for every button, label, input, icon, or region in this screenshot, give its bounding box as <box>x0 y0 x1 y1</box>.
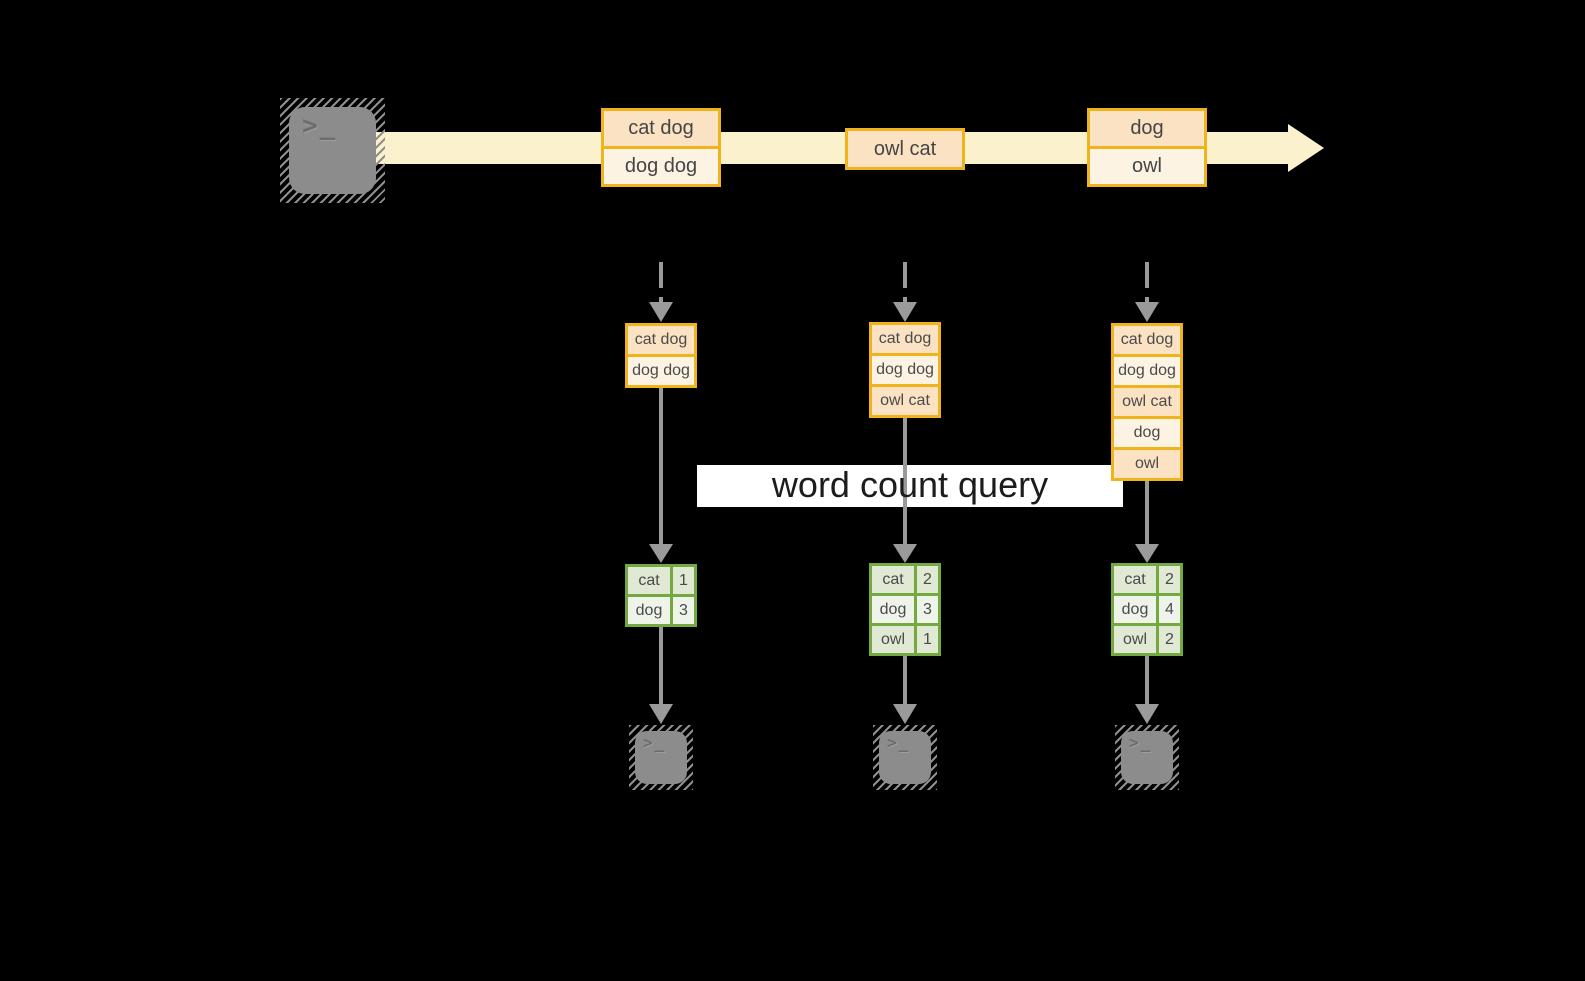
event-arrowhead-2 <box>893 302 917 322</box>
prompt-icon: >_ <box>887 733 911 752</box>
state-line: dog dog <box>872 353 938 384</box>
query-arrowhead-1 <box>649 544 673 563</box>
prompt-icon: >_ <box>302 111 338 141</box>
count-row: dog 3 <box>628 594 694 624</box>
state-line: cat dog <box>628 326 694 354</box>
count-word: owl <box>1114 626 1159 653</box>
count-value: 4 <box>1159 596 1180 623</box>
count-value: 2 <box>1159 626 1180 653</box>
event-line: cat dog <box>604 111 718 146</box>
query-label-band <box>697 465 1123 507</box>
stream-arrowhead-icon <box>1288 124 1324 172</box>
terminal-output-icon-1: >_ <box>629 725 693 790</box>
event-line: owl cat <box>848 131 962 167</box>
state-line: cat dog <box>1114 326 1180 354</box>
output-arrowhead-2 <box>893 704 917 724</box>
event-arrowhead-1 <box>649 302 673 322</box>
query-label: word count query <box>771 464 1049 505</box>
terminal-screen: >_ <box>879 731 931 784</box>
state-stack-2: cat dog dog dog owl cat <box>869 322 941 418</box>
count-row: cat 2 <box>872 566 938 593</box>
state-line: owl <box>1114 447 1180 478</box>
state-line: cat dog <box>872 325 938 353</box>
query-arrowhead-2 <box>893 544 917 563</box>
count-row: cat 1 <box>628 567 694 594</box>
state-line: owl cat <box>1114 385 1180 416</box>
terminal-screen: >_ <box>289 107 376 194</box>
count-word: cat <box>628 567 673 594</box>
count-row: dog 3 <box>872 593 938 623</box>
count-table-3: cat 2 dog 4 owl 2 <box>1111 563 1183 656</box>
count-row: dog 4 <box>1114 593 1180 623</box>
state-stack-3: cat dog dog dog owl cat dog owl <box>1111 323 1183 481</box>
count-table-1: cat 1 dog 3 <box>625 564 697 627</box>
state-line: owl cat <box>872 384 938 415</box>
count-row: owl 2 <box>1114 623 1180 653</box>
count-word: cat <box>1114 566 1159 593</box>
stream-event-box-3: dog owl <box>1087 108 1207 187</box>
state-line: dog dog <box>628 354 694 385</box>
state-line: dog dog <box>1114 354 1180 385</box>
terminal-output-icon-3: >_ <box>1115 725 1179 790</box>
prompt-icon: >_ <box>1129 733 1153 752</box>
count-value: 3 <box>673 597 694 624</box>
terminal-output-icon-2: >_ <box>873 725 937 790</box>
event-line: owl <box>1090 146 1204 184</box>
count-word: dog <box>872 596 917 623</box>
query-arrowhead-3 <box>1135 544 1159 563</box>
output-arrowhead-1 <box>649 704 673 724</box>
count-word: owl <box>872 626 917 653</box>
stream-event-box-2: owl cat <box>845 128 965 170</box>
count-table-2: cat 2 dog 3 owl 1 <box>869 563 941 656</box>
state-stack-1: cat dog dog dog <box>625 323 697 388</box>
terminal-screen: >_ <box>1121 731 1173 784</box>
count-value: 2 <box>917 566 938 593</box>
count-value: 1 <box>673 567 694 594</box>
count-row: cat 2 <box>1114 566 1180 593</box>
event-line: dog <box>1090 111 1204 146</box>
count-value: 2 <box>1159 566 1180 593</box>
terminal-source-icon: >_ <box>280 98 385 203</box>
state-line: dog <box>1114 416 1180 447</box>
count-word: dog <box>628 597 673 624</box>
terminal-screen: >_ <box>635 731 687 784</box>
count-word: dog <box>1114 596 1159 623</box>
count-word: cat <box>872 566 917 593</box>
prompt-icon: >_ <box>643 733 667 752</box>
event-arrowhead-3 <box>1135 302 1159 322</box>
count-value: 1 <box>917 626 938 653</box>
stream-event-box-1: cat dog dog dog <box>601 108 721 187</box>
event-line: dog dog <box>604 146 718 184</box>
count-row: owl 1 <box>872 623 938 653</box>
count-value: 3 <box>917 596 938 623</box>
output-arrowhead-3 <box>1135 704 1159 724</box>
